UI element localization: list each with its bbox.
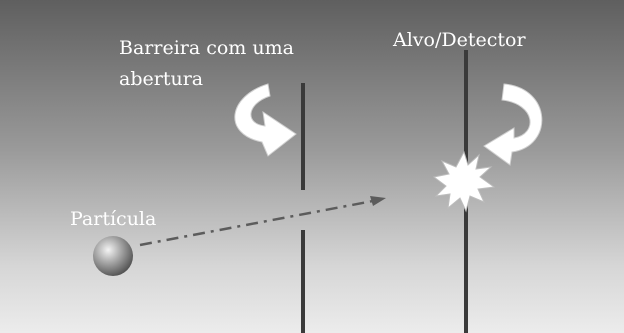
curved-arrow-icon: [234, 83, 297, 157]
barrier-label-line2: abertura: [119, 68, 203, 90]
particle-label: Partícula: [70, 208, 156, 230]
particle-trajectory: [139, 199, 374, 247]
trajectory-arrowhead-icon: [370, 196, 386, 206]
impact-flash-icon: [432, 150, 496, 213]
curved-arrow-icon: [483, 83, 543, 166]
barrier-label-line1: Barreira com uma: [119, 37, 294, 59]
target-label: Alvo/Detector: [392, 29, 526, 51]
particle-sphere: [93, 236, 133, 276]
